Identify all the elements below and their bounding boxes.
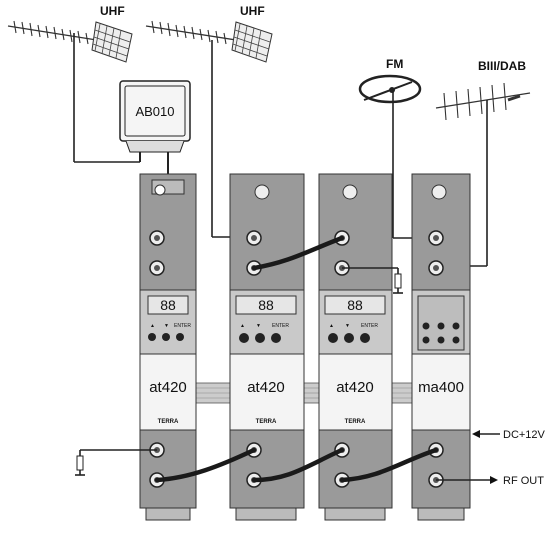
module-3-enter-button[interactable]: [360, 333, 370, 343]
terminator-top: [342, 267, 403, 294]
module-1-down-button[interactable]: [162, 333, 170, 341]
ab010-label: AB010: [135, 104, 174, 119]
module-2-name: at420: [247, 379, 285, 396]
biii-dab-label: BIII/DAB: [478, 59, 526, 73]
rf-output: RF OUT: [436, 475, 544, 487]
dc-label: DC+12V: [503, 429, 546, 441]
uhf-2-label: UHF: [240, 4, 265, 18]
terminator-bottom: [75, 449, 157, 476]
module-2-up-button[interactable]: [239, 333, 249, 343]
module-2-enter-button[interactable]: [271, 333, 281, 343]
module-1-display: 88: [160, 297, 176, 313]
fm-antenna: FM: [358, 57, 430, 239]
module-2-display: 88: [258, 297, 274, 313]
module-2-brand: TERRA: [256, 419, 277, 425]
uhf-1-label: UHF: [100, 4, 125, 18]
module-1-brand: TERRA: [158, 419, 179, 425]
fm-label: FM: [386, 57, 403, 71]
uhf-antenna-1: UHF: [7, 4, 133, 162]
module-3-down-button[interactable]: [344, 333, 354, 343]
jumper-cables: [154, 235, 439, 483]
module-2-enter-label: ENTER: [272, 323, 289, 329]
module-1-down-label: ▼: [164, 323, 169, 329]
module-1-up-button[interactable]: [148, 333, 156, 341]
module-3: 88 ▲ ▼ ENTER at420 TERRA: [318, 173, 393, 521]
module-1-enter-button[interactable]: [176, 333, 184, 341]
module-3-up-label: ▲: [329, 323, 334, 329]
uhf-antenna-2: UHF: [145, 4, 273, 238]
module-2-down-button[interactable]: [255, 333, 265, 343]
module-1: 88 ▲ ▼ ENTER at420 TERRA: [139, 173, 197, 521]
module-1-name: at420: [149, 379, 187, 396]
dc-input: DC+12V: [472, 429, 546, 441]
module-4: ma400: [411, 173, 471, 521]
module-2-up-label: ▲: [240, 323, 245, 329]
module-3-brand: TERRA: [345, 419, 366, 425]
module-3-up-button[interactable]: [328, 333, 338, 343]
module-3-display: 88: [347, 297, 363, 313]
rf-out-label: RF OUT: [503, 475, 544, 487]
module-3-down-label: ▼: [345, 323, 350, 329]
module-2: 88 ▲ ▼ ENTER at420 TERRA: [229, 173, 305, 521]
module-1-up-label: ▲: [150, 323, 155, 329]
module-4-name: ma400: [418, 379, 464, 396]
ab010-amplifier: AB010: [74, 80, 191, 232]
module-1-enter-label: ENTER: [174, 323, 191, 329]
module-3-enter-label: ENTER: [361, 323, 378, 329]
biii-dab-antenna: BIII/DAB: [435, 59, 531, 267]
module-2-down-label: ▼: [256, 323, 261, 329]
bus-bars: [195, 382, 413, 404]
module-3-name: at420: [336, 379, 374, 396]
